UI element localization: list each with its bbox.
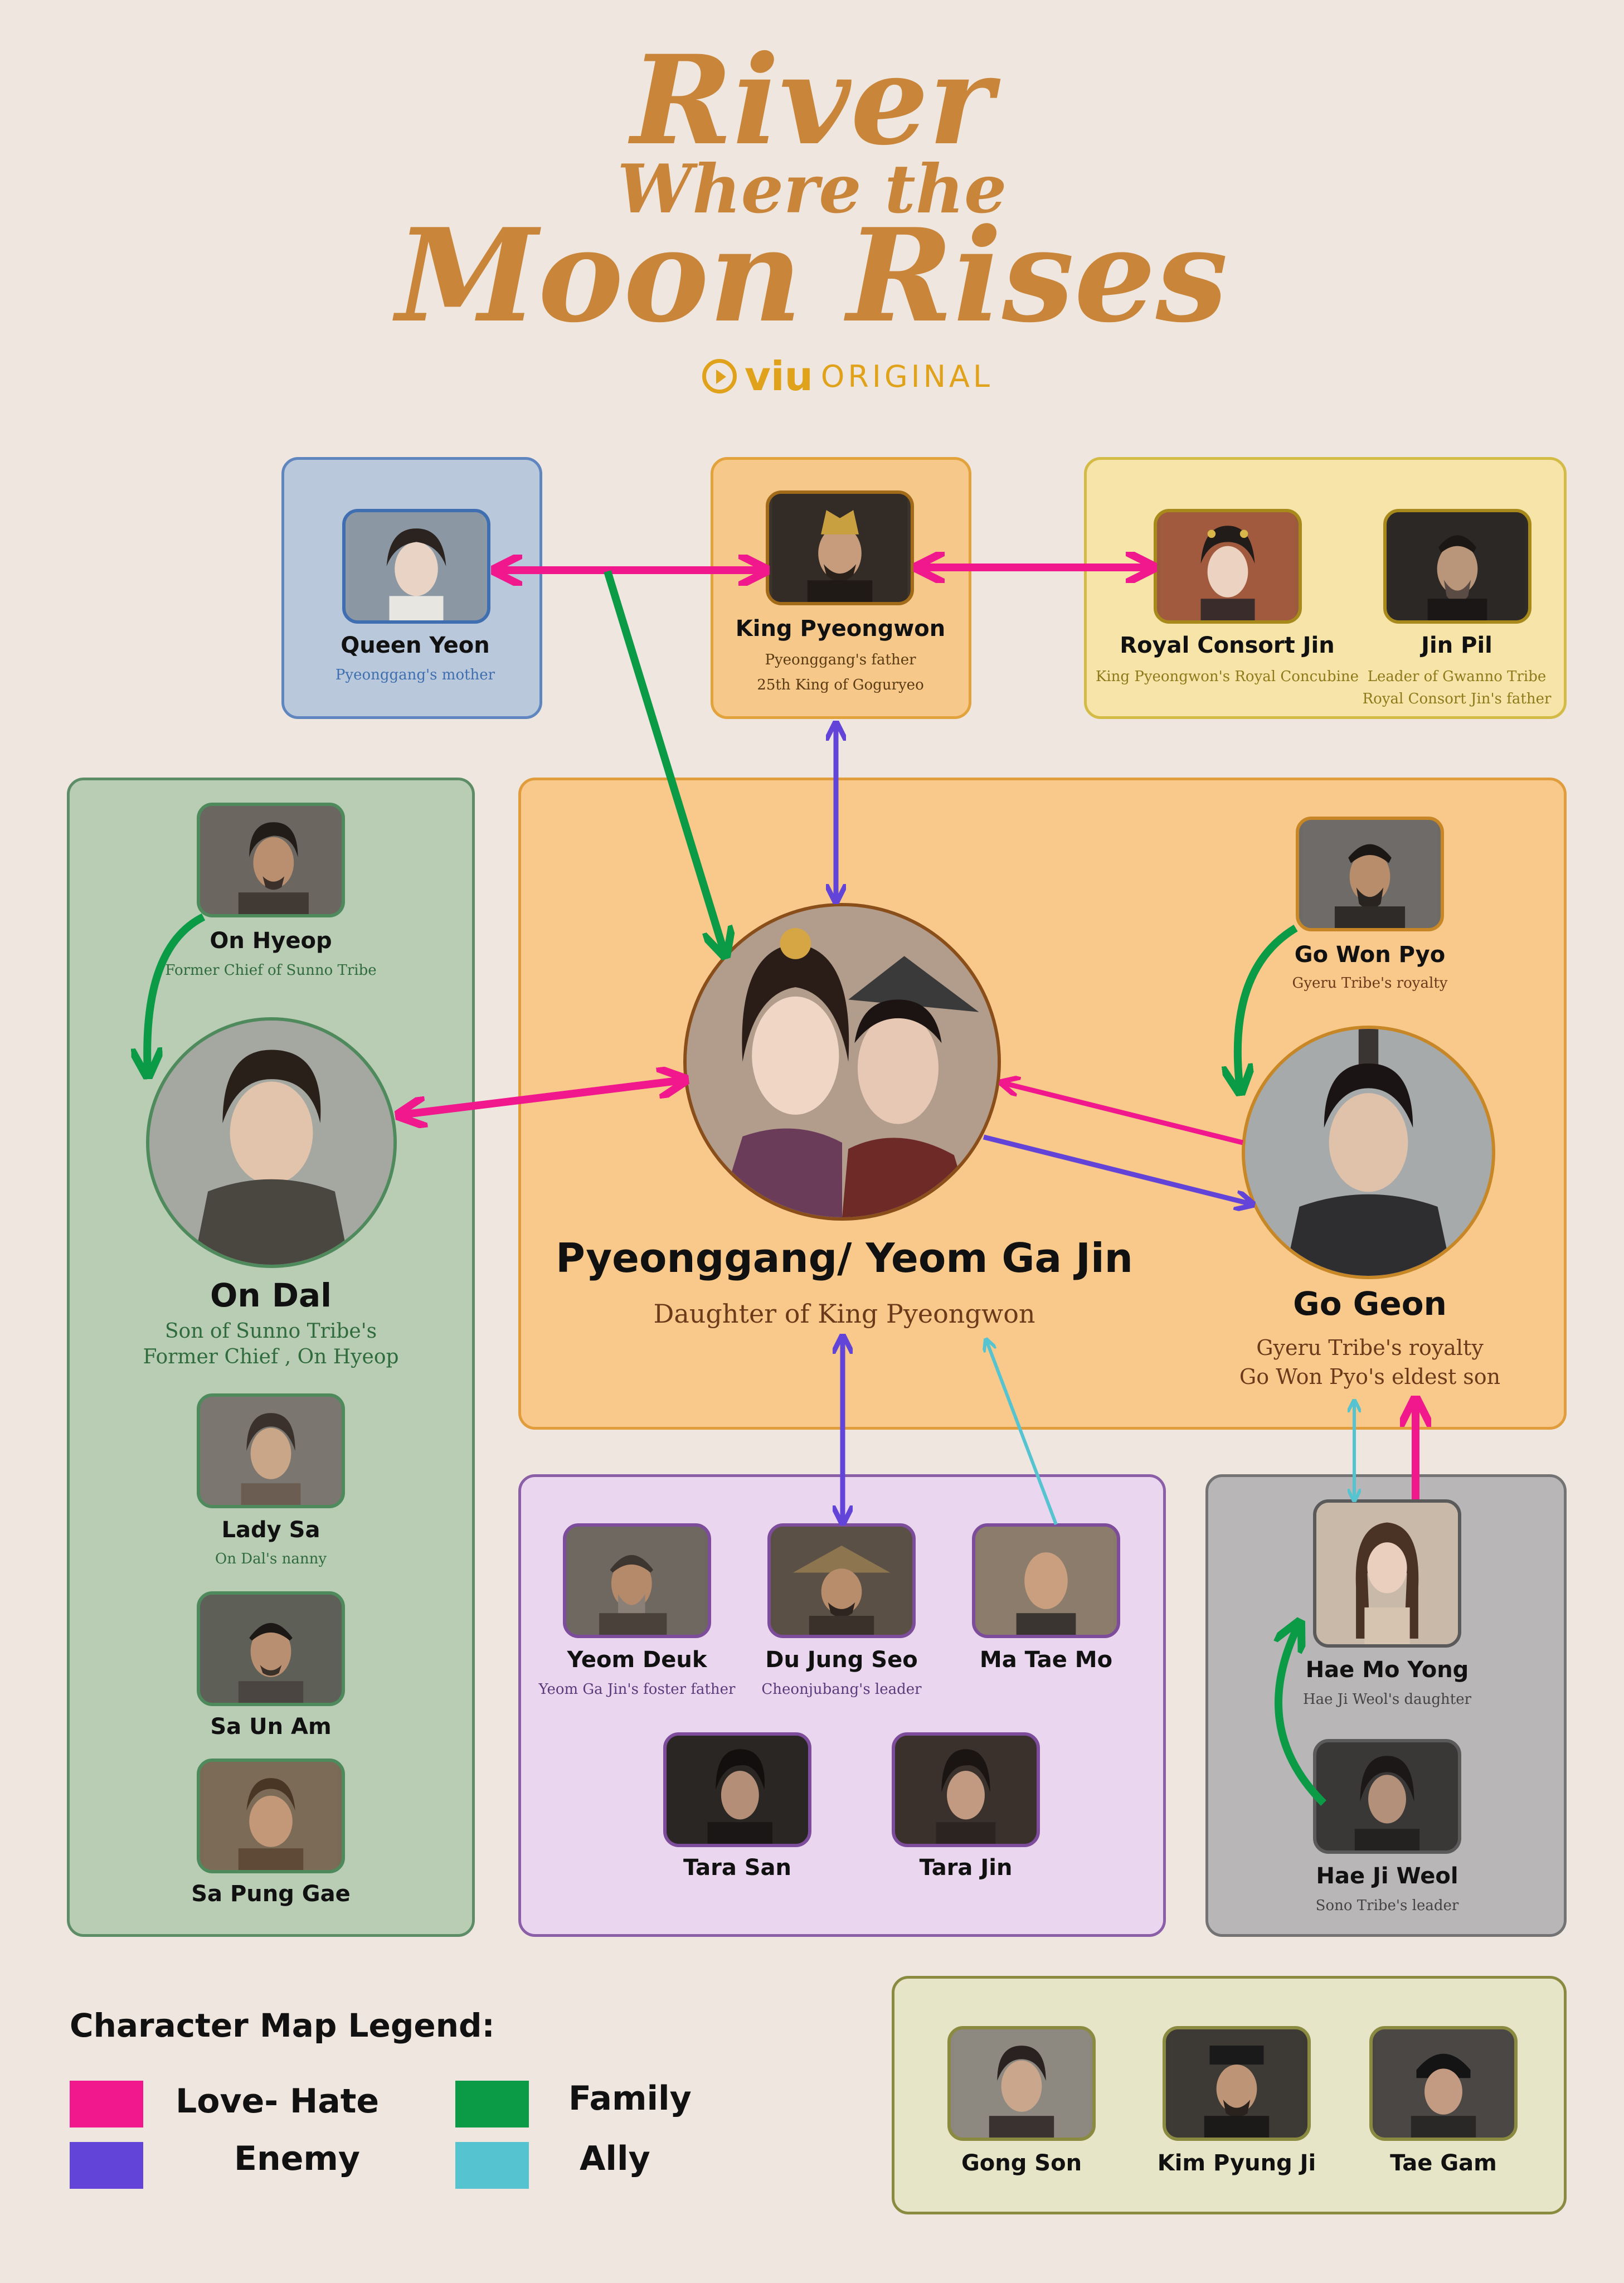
legend-swatch-ally	[455, 2142, 529, 2189]
legend-swatch-family	[455, 2081, 529, 2127]
arrow-queen-pyeonggang	[607, 571, 725, 953]
legend-label-enemy: Enemy	[234, 2139, 360, 2178]
legend-label-love-hate: Love- Hate	[176, 2082, 379, 2121]
arrow-gowonpyo-gogeon	[1238, 928, 1296, 1090]
arrow-pyeonggang-gogeon	[984, 1137, 1251, 1204]
legend-label-family: Family	[568, 2079, 692, 2118]
arrow-onhyeop-ondal	[147, 917, 203, 1073]
arrow-haejiweol-haemoyong	[1278, 1625, 1324, 1803]
arrow-ondal-pyeonggang	[401, 1080, 683, 1115]
legend-swatch-enemy	[70, 2142, 143, 2189]
arrow-mataemo-pyeonggang	[986, 1340, 1056, 1524]
legend-swatch-love-hate	[70, 2081, 143, 2127]
arrow-gogeon-pyeonggang	[1003, 1083, 1243, 1143]
legend-label-ally: Ally	[580, 2139, 650, 2178]
legend-title: Character Map Legend:	[70, 2007, 495, 2044]
